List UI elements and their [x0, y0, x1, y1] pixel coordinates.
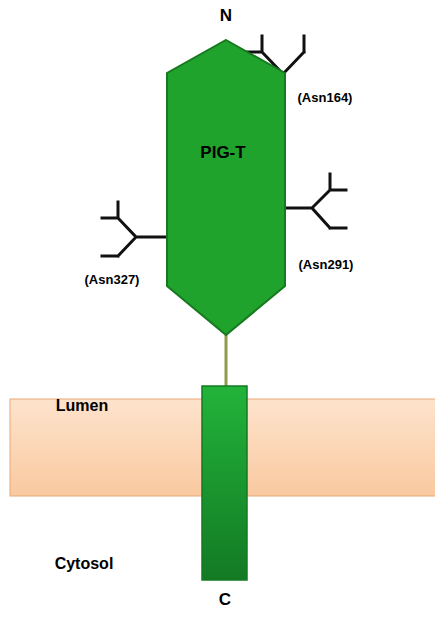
- annotation-label: (Asn164): [298, 90, 353, 105]
- annotation-label: (Asn291): [299, 257, 354, 272]
- annotation-label: Lumen: [56, 397, 108, 415]
- protein-domain: PIG-T: [166, 39, 286, 336]
- annotation-label: C: [219, 590, 231, 610]
- hexagon-shape: [166, 39, 286, 336]
- linker: [225, 334, 228, 388]
- annotation-label: Cytosol: [55, 555, 114, 573]
- annotation-label: (Asn327): [85, 272, 140, 287]
- transmembrane-helix: [202, 386, 247, 580]
- annotation-label: N: [220, 6, 232, 26]
- protein-name: PIG-T: [200, 143, 245, 163]
